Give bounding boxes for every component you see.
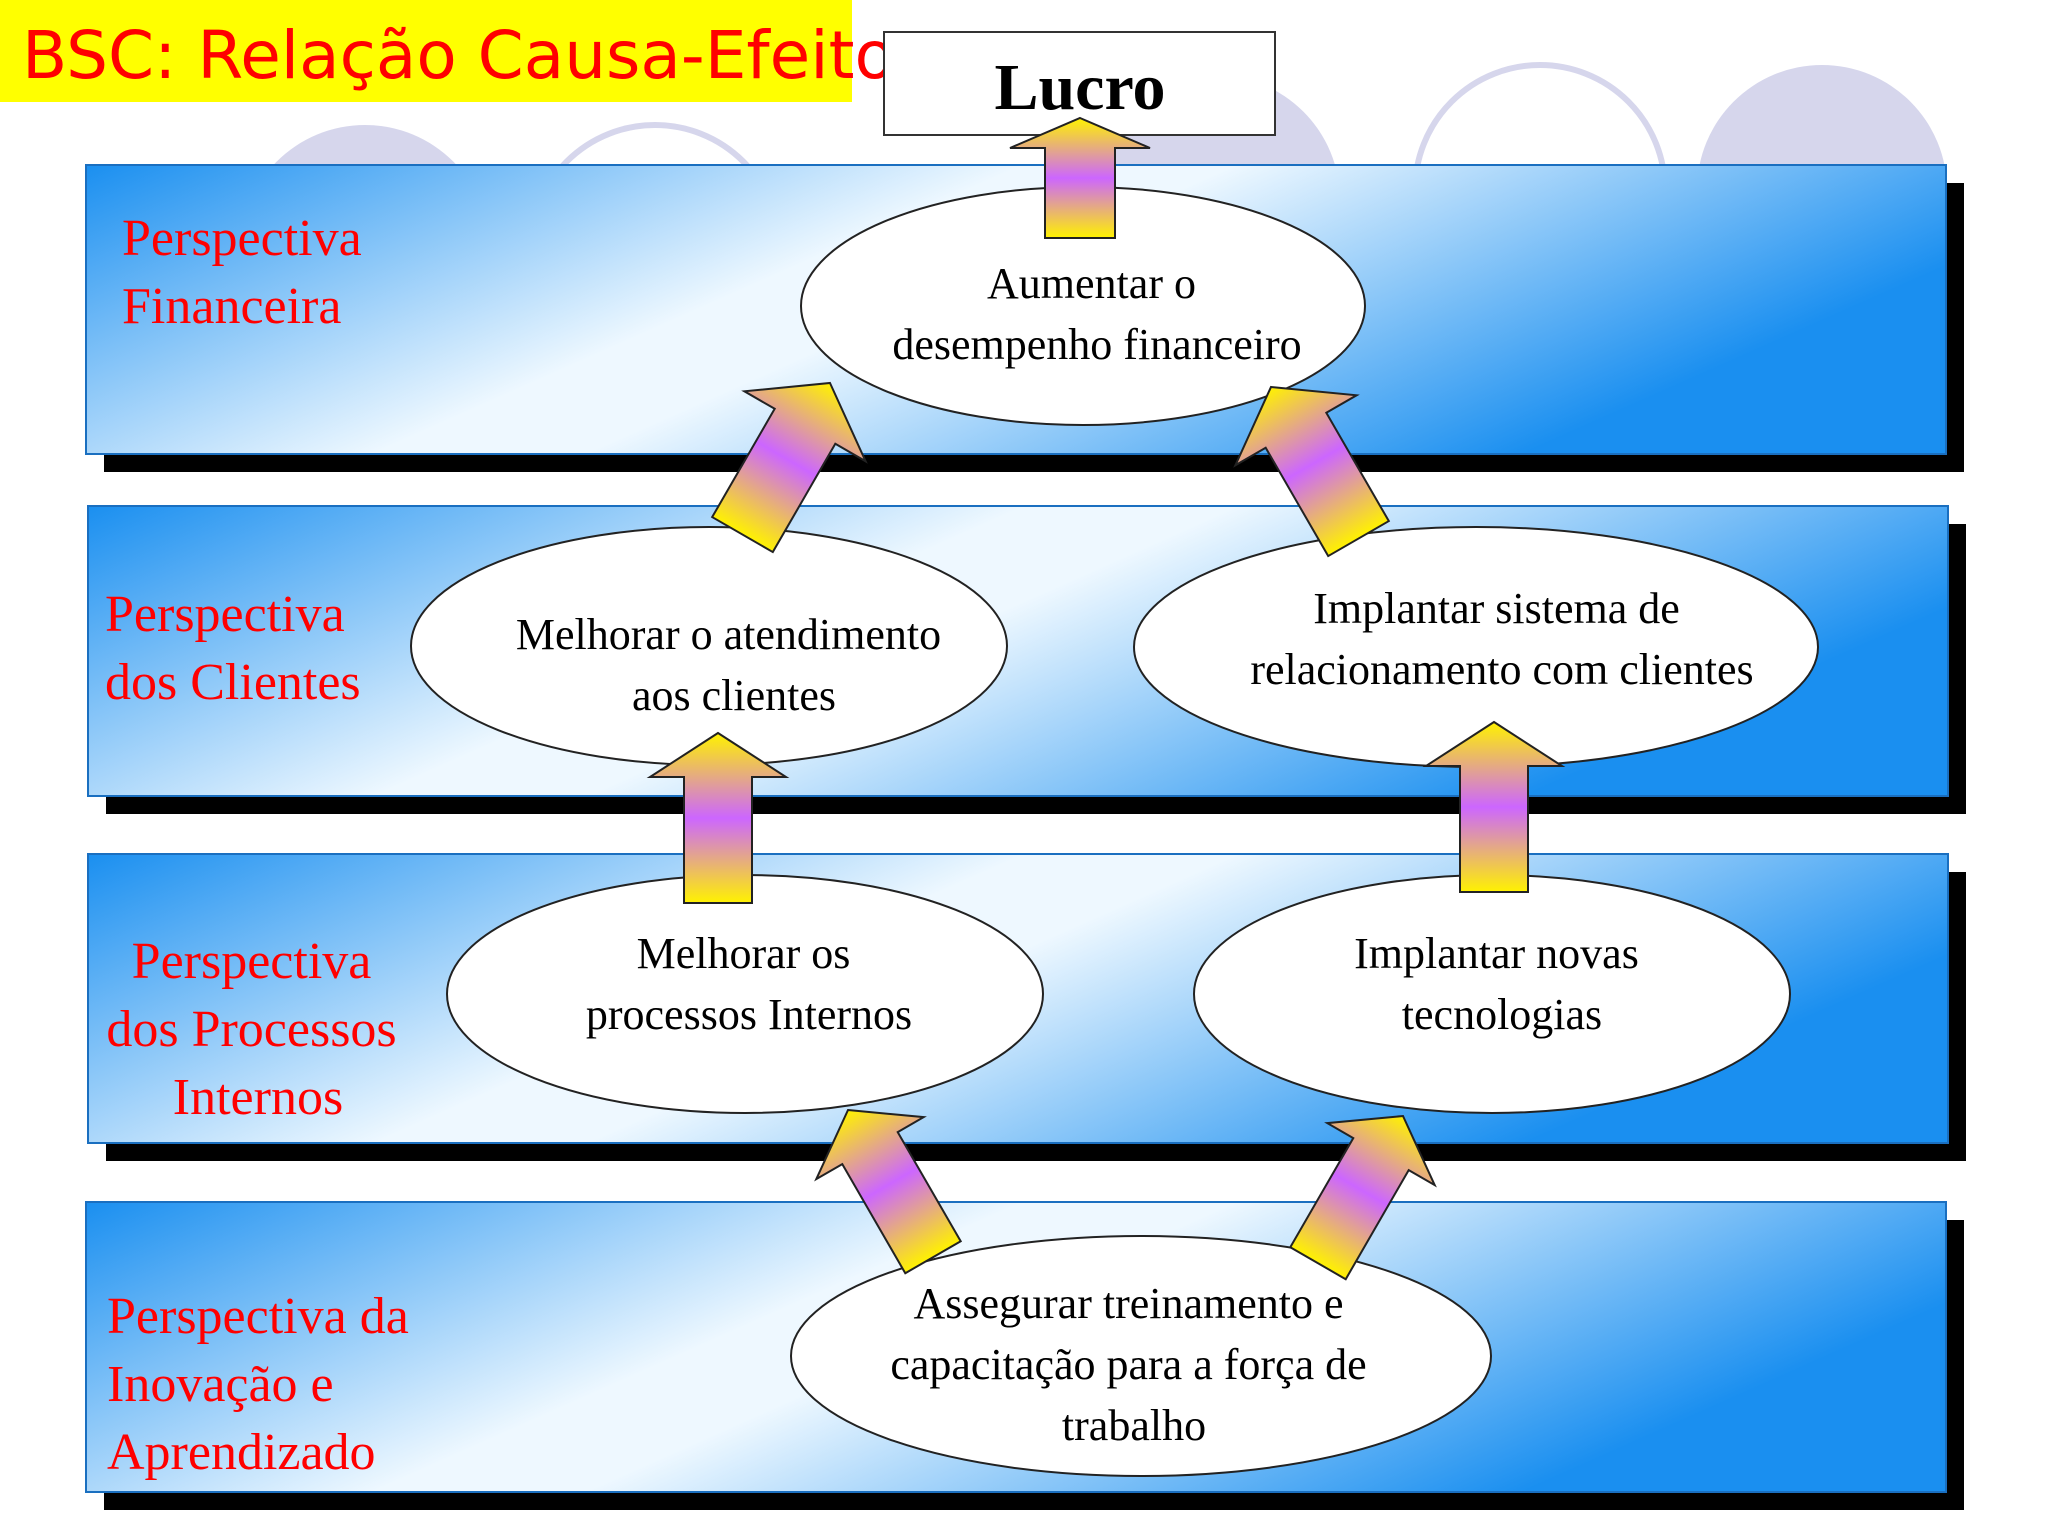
- objective-label-line: relacionamento com clientes: [1250, 645, 1753, 694]
- objective-label-line: capacitação para a força de: [890, 1340, 1366, 1389]
- perspective-label-line: Aprendizado: [107, 1424, 376, 1481]
- objective-label-line: desempenho financeiro: [892, 320, 1301, 369]
- profit-label: Lucro: [994, 51, 1165, 124]
- objective-label-line: aos clientes: [632, 671, 836, 720]
- objective-label: Melhorar os processos Internos: [586, 929, 912, 1039]
- objective-label-line: Aumentar o: [987, 259, 1196, 308]
- objective-label-line: Assegurar treinamento e: [913, 1279, 1343, 1328]
- arrow-crm-to-financial: [1233, 385, 1391, 558]
- objective-label: Implantar novas tecnologias: [1354, 929, 1650, 1039]
- arrow-technologies-to-crm: [1422, 720, 1566, 893]
- perspective-label-line: Financeira: [122, 278, 341, 335]
- perspective-label-line: Perspectiva: [122, 210, 362, 267]
- objective-label: Aumentar o desempenho financeiro: [892, 259, 1301, 369]
- objective-label-line: trabalho: [1062, 1401, 1206, 1450]
- page-title: BSC: Relação Causa-Efeito: [22, 17, 895, 94]
- perspective-label-line: Perspectiva: [105, 586, 345, 643]
- arrow-training-to-technologies: [1288, 1114, 1437, 1281]
- arrow-processes-to-customer-service: [646, 731, 790, 904]
- objective-label-line: Melhorar o atendimento: [516, 610, 941, 659]
- perspective-label-line: Perspectiva: [132, 933, 372, 990]
- objective-label: Implantar sistema de relacionamento com …: [1250, 584, 1753, 694]
- perspective-label-line: Internos: [173, 1069, 343, 1126]
- perspective-label-line: Inovação e: [107, 1356, 334, 1413]
- objective-technologies: Implantar novas tecnologias: [1193, 874, 1791, 1114]
- objective-financial: Aumentar o desempenho financeiro: [800, 186, 1366, 426]
- objective-training: Assegurar treinamento e capacitação para…: [790, 1235, 1492, 1477]
- perspective-label-learning: Perspectiva da Inovação e Aprendizado: [107, 1288, 422, 1481]
- objective-label: Melhorar o atendimento aos clientes: [516, 610, 952, 720]
- objective-label-line: tecnologias: [1402, 990, 1602, 1039]
- perspective-label-processes: Perspectiva dos Processos Internos: [106, 933, 409, 1126]
- objective-processes: Melhorar os processos Internos: [446, 874, 1044, 1114]
- objective-customer-service: Melhorar o atendimento aos clientes: [410, 526, 1008, 766]
- objective-label-line: processos Internos: [586, 990, 912, 1039]
- perspective-label-line: dos Clientes: [105, 654, 361, 711]
- arrow-customer-service-to-financial: [710, 381, 868, 554]
- objective-label: Assegurar treinamento e capacitação para…: [890, 1279, 1377, 1450]
- arrow-training-to-processes: [814, 1108, 963, 1275]
- objective-ellipse: [790, 1235, 1492, 1477]
- objective-crm: Implantar sistema de relacionamento com …: [1133, 526, 1819, 768]
- perspective-label-line: Perspectiva da: [107, 1288, 409, 1345]
- perspective-label-customer: Perspectiva dos Clientes: [105, 586, 361, 711]
- title-banner: [0, 0, 852, 102]
- objective-label-line: Implantar sistema de: [1313, 584, 1680, 633]
- perspective-label-line: dos Processos: [106, 1001, 396, 1058]
- perspective-label-financial: Perspectiva Financeira: [122, 210, 375, 335]
- arrows: [646, 116, 1566, 1281]
- arrow-financial-to-profit: [1009, 116, 1151, 239]
- objective-label-line: Implantar novas: [1354, 929, 1639, 978]
- objective-label-line: Melhorar os: [637, 929, 851, 978]
